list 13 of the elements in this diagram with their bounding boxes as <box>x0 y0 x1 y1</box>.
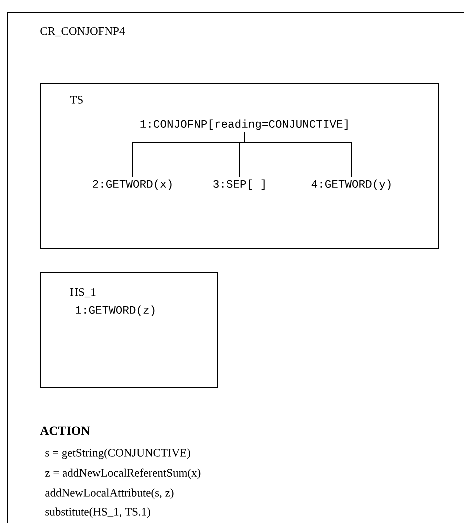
box: HS_1 1:GETWORD(z) <box>40 272 218 388</box>
frame-heading: CR_CONJOFNP4 <box>40 27 125 37</box>
tree-connector <box>244 132 352 178</box>
tree-node-label: 1:CONJOFNP[reading=CONJUNCTIVE] <box>140 120 348 130</box>
section-heading: ACTION <box>40 426 90 436</box>
action-line: z = addNewLocalReferentSum(x) <box>46 468 201 480</box>
frame <box>8 12 464 523</box>
tree-node-label: 3:SEP[ ] <box>214 180 265 190</box>
action-line: s = getString(CONJUNCTIVE) <box>46 448 190 460</box>
tree-node-label: 4:GETWORD(y) <box>312 180 391 190</box>
action-line: addNewLocalAttribute(s, z) <box>46 488 174 500</box>
tree-node-label: 2:GETWORD(x) <box>93 180 172 190</box>
action-line: substitute(HS_1, TS.1) <box>46 508 150 518</box>
